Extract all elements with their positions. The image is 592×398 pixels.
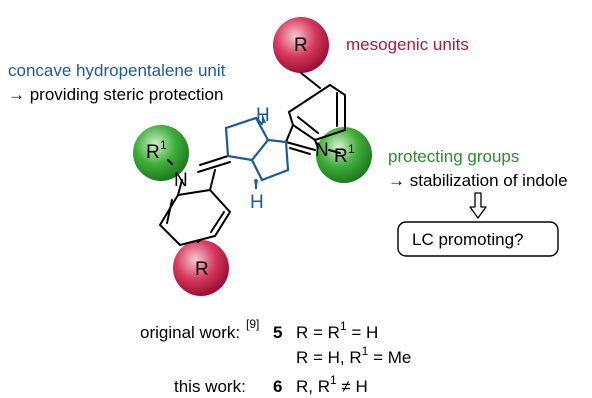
atom-r1-right: R — [334, 146, 348, 167]
indole-framework — [158, 72, 346, 247]
atom-n-left: N — [174, 170, 188, 191]
wedge-bond-top — [262, 113, 266, 123]
label-lc-promoting: LC promoting? — [412, 230, 524, 249]
row3-assignment: R, R1 ≠ H — [296, 373, 368, 396]
lc-promoting-box — [397, 221, 559, 257]
atom-r1-right-superscript: 1 — [348, 142, 355, 156]
label-stabilization: → stabilization of indole — [388, 171, 568, 190]
row1-label: original work: — [140, 323, 240, 342]
wedge-bond-bottom — [254, 180, 258, 190]
label-steric-protection: → providing steric protection — [8, 85, 223, 104]
atom-r-bottom: R — [195, 259, 209, 280]
label-protecting-groups: protecting groups — [388, 147, 519, 166]
atom-r1-left-superscript: 1 — [160, 138, 167, 152]
mesogenic-sphere-top — [273, 17, 329, 73]
row2-assignment: R = H, R1 = Me — [296, 344, 411, 367]
row1-compound-number: 5 — [273, 323, 282, 342]
atom-r1-left: R — [146, 142, 160, 163]
protecting-sphere-right — [316, 127, 372, 183]
row1-reference: [9] — [246, 317, 259, 331]
hydropentalene-core — [224, 116, 290, 190]
row3-compound-number: 6 — [273, 377, 282, 396]
label-mesogenic-units: mesogenic units — [346, 35, 469, 54]
atom-r-top: R — [294, 35, 308, 56]
label-concave-unit: concave hydropentalene unit — [8, 61, 226, 80]
atom-n-right: N — [315, 140, 329, 161]
hollow-down-arrow — [469, 192, 487, 219]
row1-assignment: R = R1 = H — [296, 319, 378, 342]
mesogenic-sphere-bottom — [173, 240, 229, 296]
protecting-sphere-left — [133, 125, 189, 181]
row3-label: this work: — [174, 377, 246, 396]
atom-h-bottom: H — [250, 192, 264, 213]
atom-h-top: H — [256, 105, 270, 126]
